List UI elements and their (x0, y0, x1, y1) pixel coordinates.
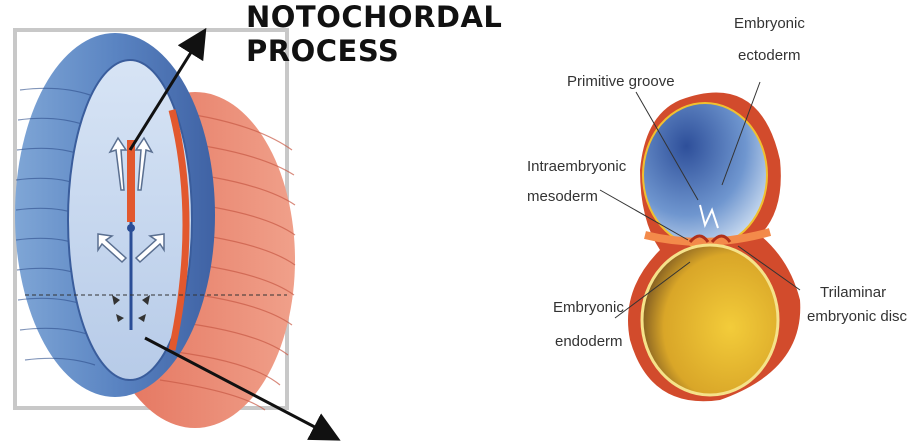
left-embryo-illustration (15, 30, 330, 435)
trilaminar-label-2: embryonic disc (807, 307, 907, 326)
primitive-node (127, 224, 135, 232)
embryonic-endoderm-label-2: endoderm (555, 332, 623, 351)
embryonic-endoderm-label-1: Embryonic (553, 298, 624, 317)
yolk-sac-right (642, 245, 778, 395)
primitive-groove-label: Primitive groove (567, 72, 675, 91)
embryonic-ectoderm-label-2: ectoderm (738, 46, 801, 65)
intraembryonic-label-2: mesoderm (527, 187, 598, 206)
trilaminar-label-1: Trilaminar (820, 283, 886, 302)
intraembryonic-label-1: Intraembryonic (527, 157, 626, 176)
notochordal-process-label: NOTOCHORDAL PROCESS (246, 0, 502, 68)
right-trilaminar-illustration (600, 82, 800, 401)
notochordal-process-shape (127, 140, 135, 222)
label-line-1: NOTOCHORDAL (246, 0, 502, 34)
label-line-2: PROCESS (246, 34, 502, 68)
embryonic-ectoderm-label-1: Embryonic (734, 14, 805, 33)
